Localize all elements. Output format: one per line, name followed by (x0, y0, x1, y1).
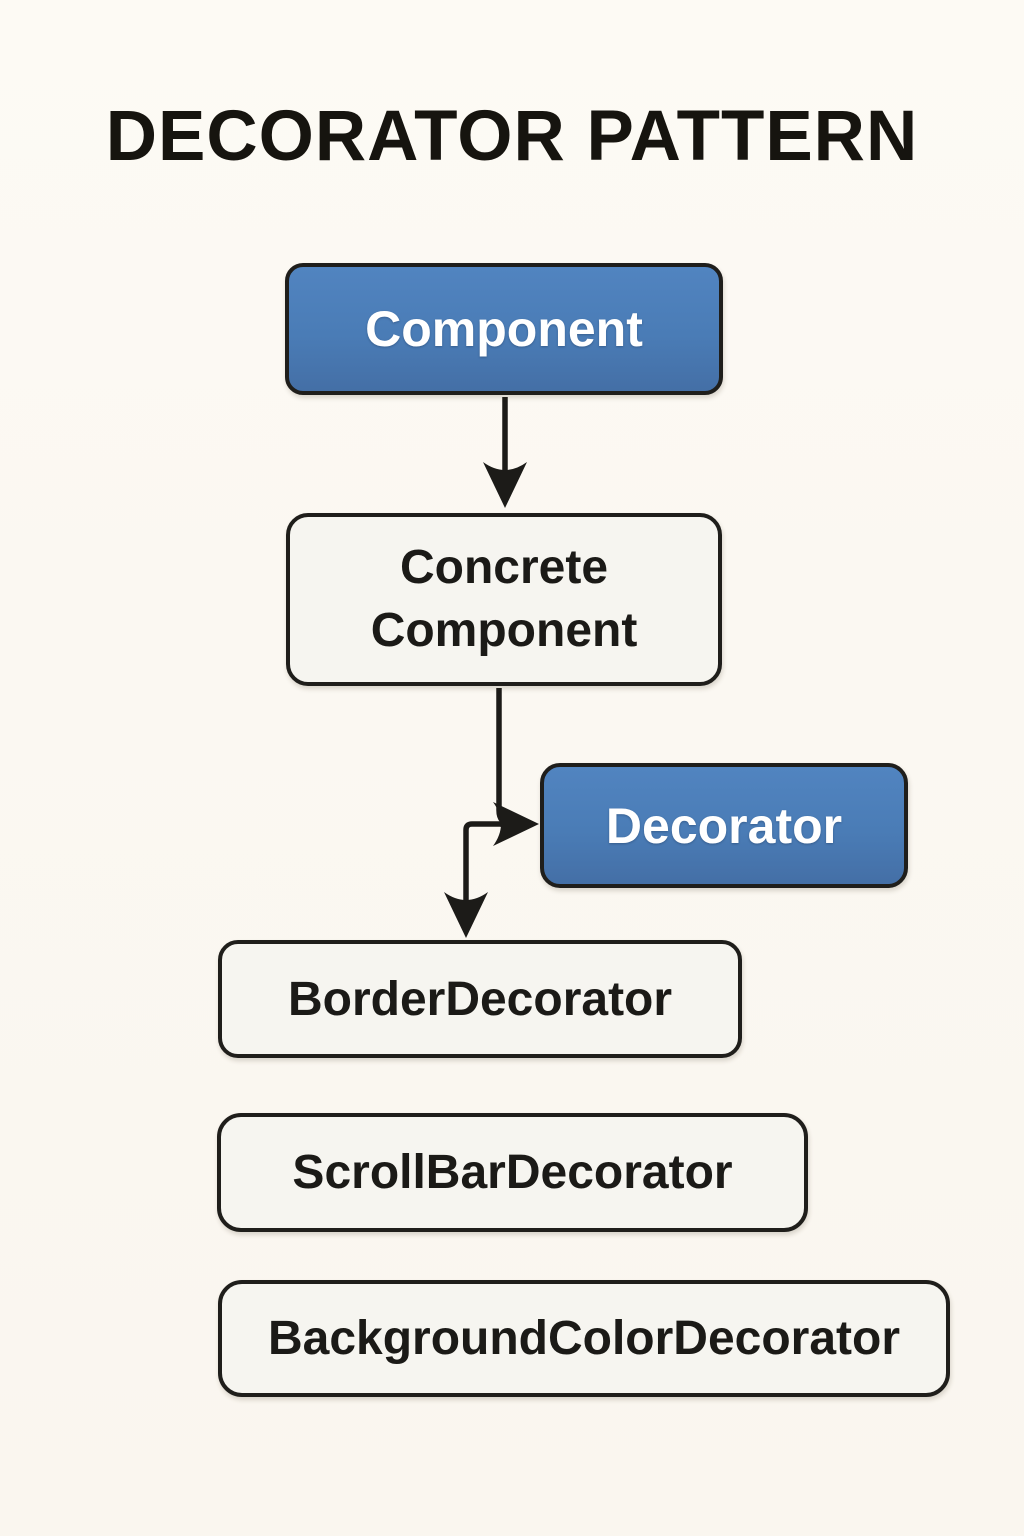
node-scrollbar-decorator: ScrollBarDecorator (217, 1113, 808, 1232)
node-scrollbar-decorator-label: ScrollBarDecorator (292, 1146, 733, 1199)
arrowhead-down-concrete (483, 462, 527, 508)
node-component-label: Component (365, 301, 643, 357)
node-background-color-decorator: BackgroundColorDecorator (218, 1280, 950, 1397)
page-title: DECORATOR PATTERN (105, 97, 919, 176)
node-concrete-component-label: Concrete Component (370, 541, 638, 657)
edge-junction-to-border-decorator (463, 821, 502, 900)
node-concrete-component: Concrete Component (286, 513, 722, 686)
arrowhead-down-border-decorator (444, 892, 488, 938)
arrowhead-right-decorator (493, 802, 539, 846)
node-border-decorator-label: BorderDecorator (287, 972, 673, 1026)
edge-concrete-to-decorator (496, 688, 515, 827)
node-background-color-decorator-label: BackgroundColorDecorator (267, 1312, 901, 1365)
node-border-decorator: BorderDecorator (218, 940, 742, 1058)
node-component: Component (285, 263, 723, 395)
node-decorator: Decorator (540, 763, 908, 888)
node-decorator-label: Decorator (605, 797, 843, 854)
